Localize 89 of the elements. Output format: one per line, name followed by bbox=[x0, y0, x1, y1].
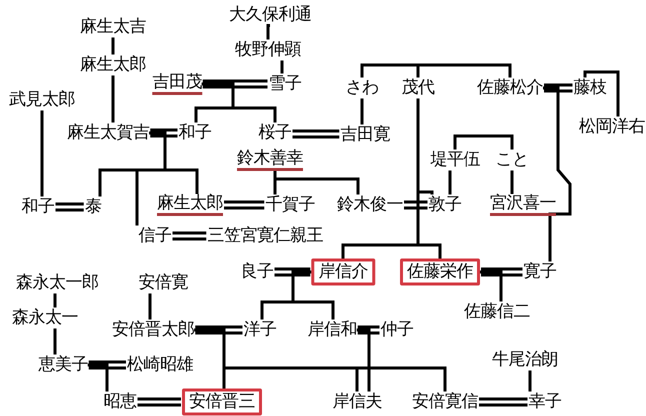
person-name: 藤枝 bbox=[574, 78, 606, 98]
person-name: 麻生太郎 bbox=[80, 54, 146, 76]
lineage-line bbox=[584, 70, 620, 116]
lineage-line bbox=[416, 98, 442, 258]
marriage-line bbox=[171, 232, 208, 240]
lineage-line bbox=[54, 294, 56, 308]
lineage-line bbox=[54, 328, 56, 354]
lineage-line bbox=[528, 370, 532, 392]
person-name: 鈴木俊一 bbox=[337, 194, 403, 216]
person-name: 牛尾治朗 bbox=[492, 350, 558, 370]
lineage-line bbox=[360, 98, 364, 124]
lineage-line bbox=[148, 294, 152, 320]
person-name: 佐藤松介 bbox=[477, 78, 543, 98]
lineage-line bbox=[416, 64, 512, 78]
person-name: 三笠宮寛仁親王 bbox=[207, 226, 323, 246]
person-name: 安倍晋太郎 bbox=[112, 320, 194, 340]
person-name: 松岡洋右 bbox=[579, 116, 645, 138]
lineage-line bbox=[292, 270, 334, 320]
underlined-name: 宮沢喜一 bbox=[490, 194, 556, 216]
person-name: 岸信和 bbox=[307, 320, 357, 340]
person-name: 恵美子 bbox=[38, 354, 88, 376]
lineage-line bbox=[88, 364, 108, 392]
marriage-line bbox=[478, 398, 529, 406]
person-name: 仲子 bbox=[380, 320, 414, 340]
person-name: 岸信夫 bbox=[332, 392, 382, 412]
person-name: 森永太一 bbox=[12, 308, 78, 328]
marriage-line bbox=[87, 360, 128, 370]
marriage-line bbox=[356, 326, 381, 334]
marriage-line bbox=[148, 128, 179, 138]
person-name: 吉田寛 bbox=[340, 124, 390, 146]
person-name: 昭恵 bbox=[104, 392, 136, 412]
person-name: 敦子 bbox=[428, 194, 462, 216]
lineage-line bbox=[448, 170, 452, 194]
person-name: 泰 bbox=[84, 196, 102, 218]
person-name: 雪子 bbox=[268, 74, 302, 94]
underlined-name: 麻生太郎 bbox=[157, 194, 223, 216]
person-name: 武見太郎 bbox=[9, 90, 75, 110]
name-box: 佐藤栄作 bbox=[400, 258, 480, 286]
person-name: 佐藤信二 bbox=[464, 302, 530, 322]
lineage-line bbox=[280, 60, 284, 74]
marriage-line bbox=[54, 202, 86, 212]
lineage-line bbox=[360, 64, 420, 78]
lineage-line bbox=[194, 328, 446, 392]
person-name: 安倍寛信 bbox=[412, 392, 478, 412]
person-name: 寛子 bbox=[524, 262, 556, 282]
person-name: 桜子 bbox=[258, 122, 292, 144]
underlined-name: 吉田茂 bbox=[152, 73, 202, 95]
person-name: 麻生太吉 bbox=[80, 16, 146, 38]
person-name: こと bbox=[496, 150, 528, 170]
lineage-line bbox=[480, 270, 502, 302]
marriage-line bbox=[194, 326, 244, 334]
name-box: 安倍晋三 bbox=[182, 388, 262, 416]
person-name: 麻生太賀吉 bbox=[66, 122, 150, 144]
person-name: 大久保利通 bbox=[228, 4, 312, 26]
name-box: 岸信介 bbox=[311, 258, 375, 286]
lineage-line bbox=[112, 76, 114, 122]
marriage-line bbox=[136, 398, 182, 406]
marriage-line bbox=[480, 268, 524, 276]
lineage-line bbox=[454, 134, 514, 150]
person-name: 堤平伍 bbox=[430, 150, 480, 170]
marriage-line bbox=[201, 80, 269, 88]
lineage-line bbox=[202, 82, 276, 122]
person-name: 松崎昭雄 bbox=[127, 354, 193, 376]
lineage-line bbox=[40, 110, 44, 196]
lineage-line bbox=[266, 24, 270, 40]
person-name: 安倍寛 bbox=[138, 272, 188, 294]
person-name: 幸子 bbox=[528, 392, 562, 412]
lineage-line bbox=[510, 170, 514, 194]
person-name: 洋子 bbox=[244, 320, 276, 340]
marriage-line bbox=[273, 268, 312, 276]
person-name: 和子 bbox=[178, 122, 212, 144]
person-name: 茂代 bbox=[402, 78, 434, 98]
lineage-line bbox=[149, 132, 198, 194]
person-name: 良子 bbox=[240, 262, 274, 282]
person-name: さわ bbox=[346, 78, 378, 98]
person-name: 和子 bbox=[22, 196, 54, 218]
marriage-line bbox=[542, 84, 574, 92]
person-name: 千賀子 bbox=[265, 194, 315, 216]
person-name: 森永太一郎 bbox=[16, 272, 98, 294]
marriage-line bbox=[291, 130, 341, 138]
marriage-line bbox=[402, 200, 429, 210]
person-name: 信子 bbox=[138, 226, 172, 246]
underlined-name: 鈴木善幸 bbox=[237, 149, 303, 171]
lineage-line bbox=[112, 38, 114, 54]
person-name: 牧野伸顕 bbox=[235, 40, 301, 60]
lineage-line bbox=[356, 328, 370, 392]
lineage-line bbox=[543, 86, 572, 262]
marriage-line bbox=[222, 200, 266, 210]
lineage-line bbox=[274, 171, 360, 194]
